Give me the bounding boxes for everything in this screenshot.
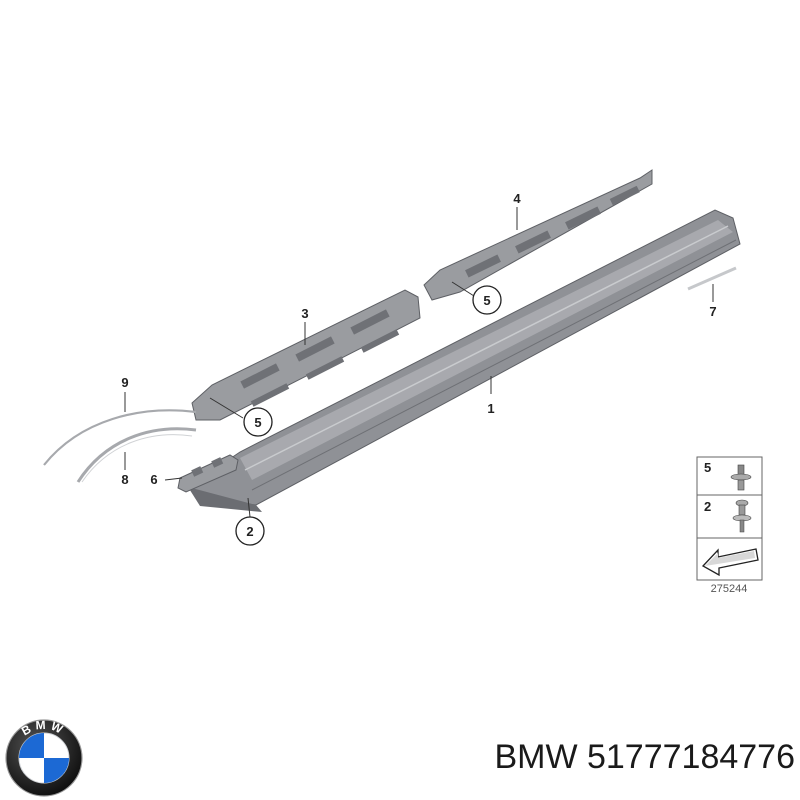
bracket-front (423, 169, 653, 301)
callout-6: 6 (150, 472, 157, 487)
callout-3: 3 (301, 306, 308, 321)
side-sill-cover (187, 209, 741, 512)
callout-2: 2 (246, 524, 253, 539)
part-number-caption: BMW 51777184776 (494, 738, 795, 776)
trim-strip (687, 266, 737, 291)
wheel-arch-trim (43, 409, 197, 483)
svg-text:BMW: BMW (19, 718, 69, 738)
arrow-icon (701, 548, 759, 577)
callout-4: 4 (513, 191, 521, 206)
small-bracket (177, 454, 239, 493)
callout-5-front: 5 (483, 293, 490, 308)
callout-9: 9 (121, 375, 128, 390)
callout-1: 1 (487, 401, 494, 416)
callout-8: 8 (121, 472, 128, 487)
legend-label-screw: 2 (704, 499, 711, 514)
callout-5-rear: 5 (254, 415, 261, 430)
leader-lines (124, 207, 714, 518)
reference-number: 275244 (711, 583, 748, 595)
callout-labels: 1 2 3 4 5 5 6 7 8 9 (121, 191, 717, 546)
screw-icon (732, 499, 752, 533)
clip-icon (730, 464, 752, 491)
callout-7: 7 (709, 304, 716, 319)
bmw-logo-icon: BMW (5, 718, 83, 797)
legend-label-clip: 5 (704, 460, 711, 475)
bracket-rear (191, 289, 421, 421)
fastener-legend: 5 2 275244 (696, 456, 763, 595)
